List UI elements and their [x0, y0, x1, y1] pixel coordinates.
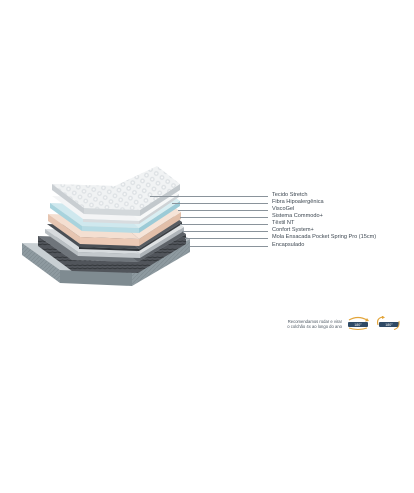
rotate-180-icon: 180° [348, 316, 369, 330]
layer-label-encapsulado: Encapsulado [272, 242, 305, 248]
layer-label-fibra: Fibra Hipoalergênica [272, 199, 324, 205]
leader-line-tecido-stretch [150, 196, 268, 197]
layer-label-confort: Confort System+ [272, 227, 314, 233]
rotation-note-line2: o colchão 4x ao longo do ano [287, 324, 342, 330]
layer-label-textil: Têxtil NT [272, 220, 295, 226]
layer-label-viscogel: ViscoGel [272, 206, 295, 212]
layer-label-commodo: Sistema Commodo+ [272, 213, 323, 219]
flip-180-icon: 180° [376, 316, 400, 330]
leader-line-textil [180, 224, 268, 225]
leader-line-mola [185, 238, 268, 239]
rotation-note-line1: Recomendamos rodar e virar [287, 319, 342, 324]
leader-line-confort [182, 231, 268, 232]
leader-line-encapsulado [188, 246, 268, 247]
rotation-note: Recomendamos rodar e virar o colchão 4x … [262, 319, 342, 330]
rotate-180-label: 180° [354, 323, 362, 327]
layer-tecido-stretch-shape [52, 166, 180, 216]
layer-label-mola: Mola Ensacada Pocket Spring Pro (15cm) [272, 234, 377, 240]
flip-180-label: 180° [385, 323, 393, 327]
leader-line-fibra [172, 203, 268, 204]
layer-label-tecido-stretch: Tecido Stretch [272, 192, 308, 198]
leader-line-viscogel [178, 210, 268, 211]
leader-line-commodo [180, 217, 268, 218]
